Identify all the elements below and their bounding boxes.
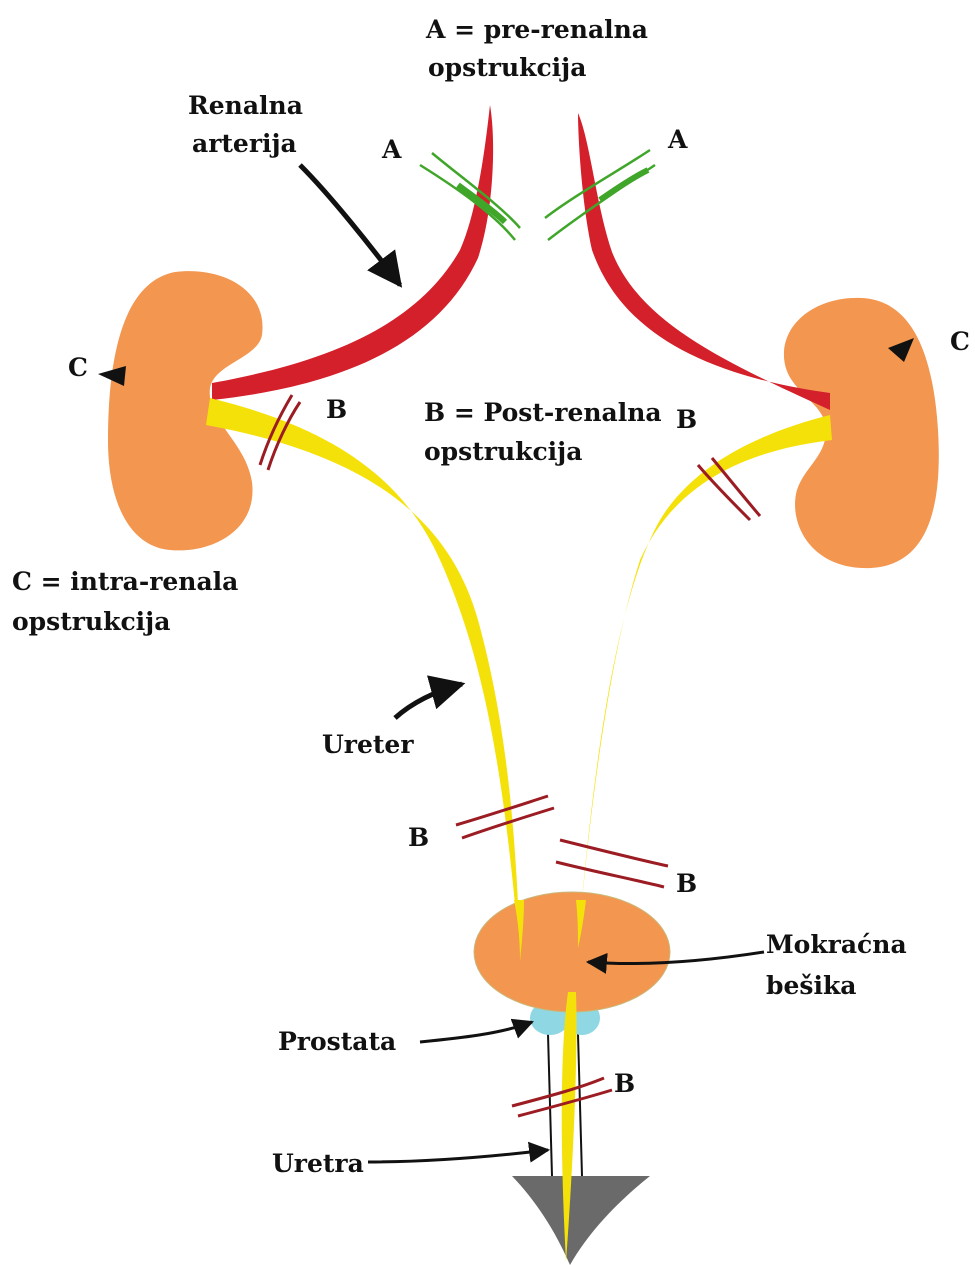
- renal-artery-pointer-arrow: [300, 165, 400, 285]
- left-ureter: [206, 398, 520, 960]
- urethra-wall-right: [578, 1034, 582, 1176]
- marker-a-right: A: [667, 125, 688, 154]
- marker-a-left: A: [381, 135, 402, 164]
- marker-c-right: C: [950, 327, 970, 356]
- renal-artery-label-line1: Renalna: [188, 91, 303, 120]
- penis-shape: [512, 1176, 650, 1265]
- marker-b-right-ureter: B: [676, 869, 697, 898]
- ureter-pointer-arrow: [395, 684, 462, 718]
- legend-c-line1: C = intra-renala: [12, 567, 238, 596]
- prostate-pointer-arrow: [420, 1022, 532, 1042]
- right-ureter: [578, 415, 832, 945]
- bladder-label-line1: Mokraćna: [766, 930, 907, 959]
- legend-a-line1: A = pre-renalna: [425, 15, 648, 44]
- marker-b-left-kidney: B: [326, 395, 347, 424]
- legend-c-line2: opstrukcija: [12, 607, 170, 636]
- urethra-pointer-arrow: [368, 1150, 548, 1162]
- marker-b-right-kidney: B: [676, 405, 697, 434]
- legend-b-line1: B = Post-renalna: [424, 398, 662, 427]
- legend-a-line2: opstrukcija: [428, 53, 586, 82]
- postrenal-obstruction-right-ureter: [556, 840, 668, 887]
- prostate-label: Prostata: [278, 1027, 396, 1056]
- bladder-label-line2: bešika: [766, 971, 856, 1000]
- marker-b-left-ureter: B: [408, 823, 429, 852]
- renal-artery-label-line2: arterija: [192, 129, 297, 158]
- ureter-label: Ureter: [322, 730, 414, 759]
- legend-b-line2: opstrukcija: [424, 437, 582, 466]
- urethra-label: Uretra: [272, 1149, 364, 1178]
- urethra-wall-left: [548, 1034, 552, 1176]
- marker-b-urethra: B: [614, 1069, 635, 1098]
- marker-c-left: C: [68, 353, 88, 382]
